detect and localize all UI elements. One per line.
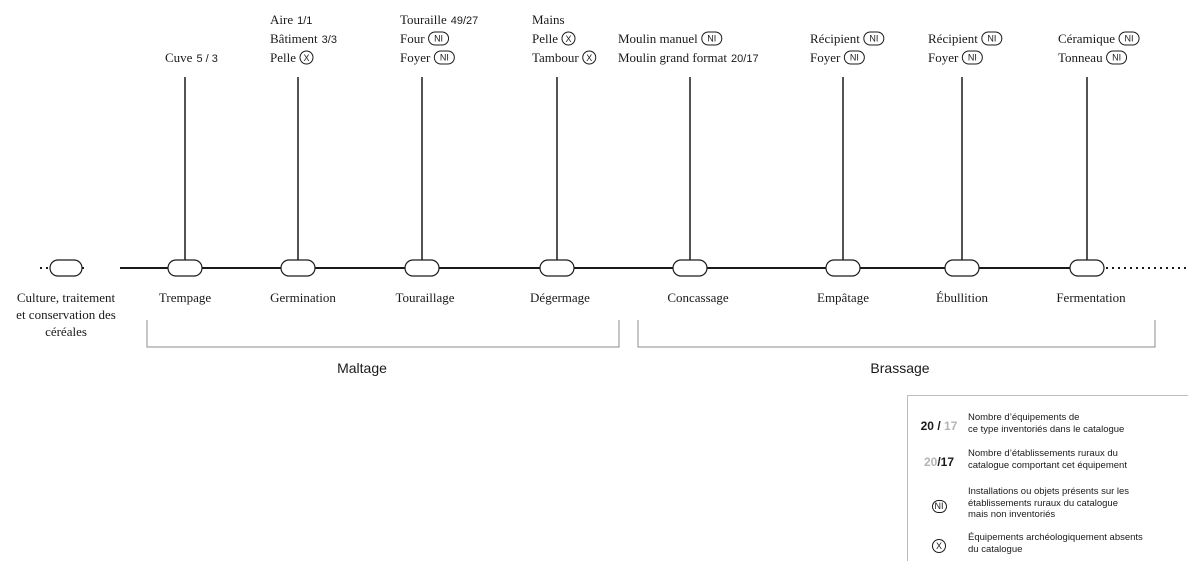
legend: 20 / 17 Nombre d’équipements de ce type … <box>907 395 1188 561</box>
ni-icon-outline <box>428 31 450 46</box>
legend-symbol-sub: 20 <box>923 455 938 469</box>
legend-symbol-sub: 17 <box>944 419 958 433</box>
legend-text-site-count: Nombre d’établissements ruraux du catalo… <box>968 448 1184 471</box>
step-node <box>280 259 316 277</box>
start-label-line: et conservation des <box>16 307 116 322</box>
step-label: Empâtage <box>817 290 869 305</box>
step-label: Touraillage <box>395 290 454 305</box>
step-label: Fermentation <box>1056 290 1126 305</box>
equipment-name: Récipient <box>810 31 860 46</box>
equipment-name: Foyer <box>810 50 841 65</box>
step-label: Trempage <box>159 290 211 305</box>
ni-icon: NI <box>931 500 947 513</box>
equipment-name: Pelle <box>270 50 296 65</box>
ni-icon: NI <box>968 53 977 63</box>
phase-label: Brassage <box>870 360 929 376</box>
equipment-count: 1/1 <box>297 15 312 27</box>
x-circle-icon-outline <box>299 50 314 65</box>
equipment-name: Tambour <box>532 50 579 65</box>
phase-bracket <box>637 320 1156 348</box>
ni-icon-outline <box>981 31 1003 46</box>
legend-line: du catalogue <box>968 543 1023 555</box>
step-node <box>672 259 708 277</box>
equipment-name: Moulin manuel <box>618 31 698 46</box>
equipment-name: Foyer <box>928 50 959 65</box>
equipment-name: Cuve <box>165 50 193 65</box>
legend-symbol-ni: NI <box>914 498 964 513</box>
legend-line: Équipements archéologiquement absents <box>968 532 1143 543</box>
step-node <box>944 259 980 277</box>
legend-symbol-site-count: 20/17 <box>914 455 964 469</box>
x-circle-icon: X <box>932 539 946 553</box>
equipment-name: Touraille <box>400 12 447 27</box>
equipment-name: Mains <box>532 12 565 27</box>
ni-icon-outline <box>843 50 865 65</box>
ni-icon: NI <box>440 53 449 63</box>
equipment-count: 49/27 <box>451 15 479 27</box>
ni-icon: NI <box>707 34 716 44</box>
ni-icon-outline <box>701 31 723 46</box>
equipment-name: Moulin grand format <box>618 50 727 65</box>
step-label: Dégermage <box>530 290 590 305</box>
x-circle-icon-outline <box>582 50 597 65</box>
legend-text-not-inventoried: Installations ou objets présents sur les… <box>968 486 1184 521</box>
legend-line: mais non inventoriés <box>968 509 1056 520</box>
equipment-count: 3/3 <box>322 34 337 46</box>
step-label: Concassage <box>667 290 729 305</box>
equipment-name: Céramique <box>1058 31 1115 46</box>
legend-line: ce type inventoriés dans le catalogue <box>968 423 1125 435</box>
equipment-name: Aire <box>270 12 293 27</box>
legend-symbol-x: X <box>914 538 964 553</box>
ni-icon: NI <box>1112 53 1121 63</box>
node-start <box>49 259 83 277</box>
legend-symbol-sep: / <box>937 455 941 469</box>
start-label-line: céréales <box>45 324 87 339</box>
ni-icon: NI <box>869 34 878 44</box>
ni-icon: NI <box>1125 34 1134 44</box>
step-node <box>825 259 861 277</box>
ni-icon-outline <box>863 31 885 46</box>
legend-line: Nombre d’équipements de <box>968 412 1080 423</box>
x-circle-icon: X <box>565 34 571 44</box>
ni-icon-outline <box>433 50 455 65</box>
step-node <box>167 259 203 277</box>
equipment-name: Four <box>400 31 425 46</box>
equipment-name: Tonneau <box>1058 50 1103 65</box>
legend-text-absent: Équipements archéologiquement absents du… <box>968 532 1184 555</box>
equipment-name: Foyer <box>400 50 431 65</box>
legend-text-equipment-count: Nombre d’équipements de ce type inventor… <box>968 412 1184 435</box>
step-node <box>539 259 575 277</box>
equipment-count: 5 / 3 <box>196 53 217 65</box>
ni-icon-outline <box>1106 50 1128 65</box>
step-node <box>404 259 440 277</box>
legend-symbol-main: 20 <box>920 419 934 433</box>
ni-icon-outline <box>961 50 983 65</box>
x-circle-icon: X <box>586 53 592 63</box>
step-label: Germination <box>270 290 336 305</box>
step-label: Ébullition <box>936 290 989 305</box>
ni-icon-outline <box>1118 31 1140 46</box>
equipment-name: Récipient <box>928 31 978 46</box>
legend-symbol-sep: / <box>933 419 944 433</box>
ni-icon: NI <box>850 53 859 63</box>
legend-line: établissements ruraux du catalogue <box>968 497 1118 509</box>
phase-bracket <box>146 320 620 348</box>
legend-symbol-equipment-count: 20 / 17 <box>914 419 964 433</box>
x-circle-icon: X <box>303 53 309 63</box>
equipment-count: 20/17 <box>731 53 759 65</box>
legend-line: catalogue comportant cet équipement <box>968 459 1127 471</box>
ni-icon: NI <box>434 34 443 44</box>
equipment-name: Bâtiment <box>270 31 318 46</box>
step-node <box>1069 259 1105 277</box>
equipment-name: Pelle <box>532 31 558 46</box>
legend-symbol-main: 17 <box>940 455 955 469</box>
legend-line: Installations ou objets présents sur les <box>968 486 1130 497</box>
x-circle-icon-outline <box>561 31 576 46</box>
start-label-line: Culture, traitement <box>17 290 116 305</box>
legend-line: Nombre d’établissements ruraux du <box>968 448 1118 459</box>
phase-label: Maltage <box>337 360 387 376</box>
ni-icon: NI <box>987 34 996 44</box>
